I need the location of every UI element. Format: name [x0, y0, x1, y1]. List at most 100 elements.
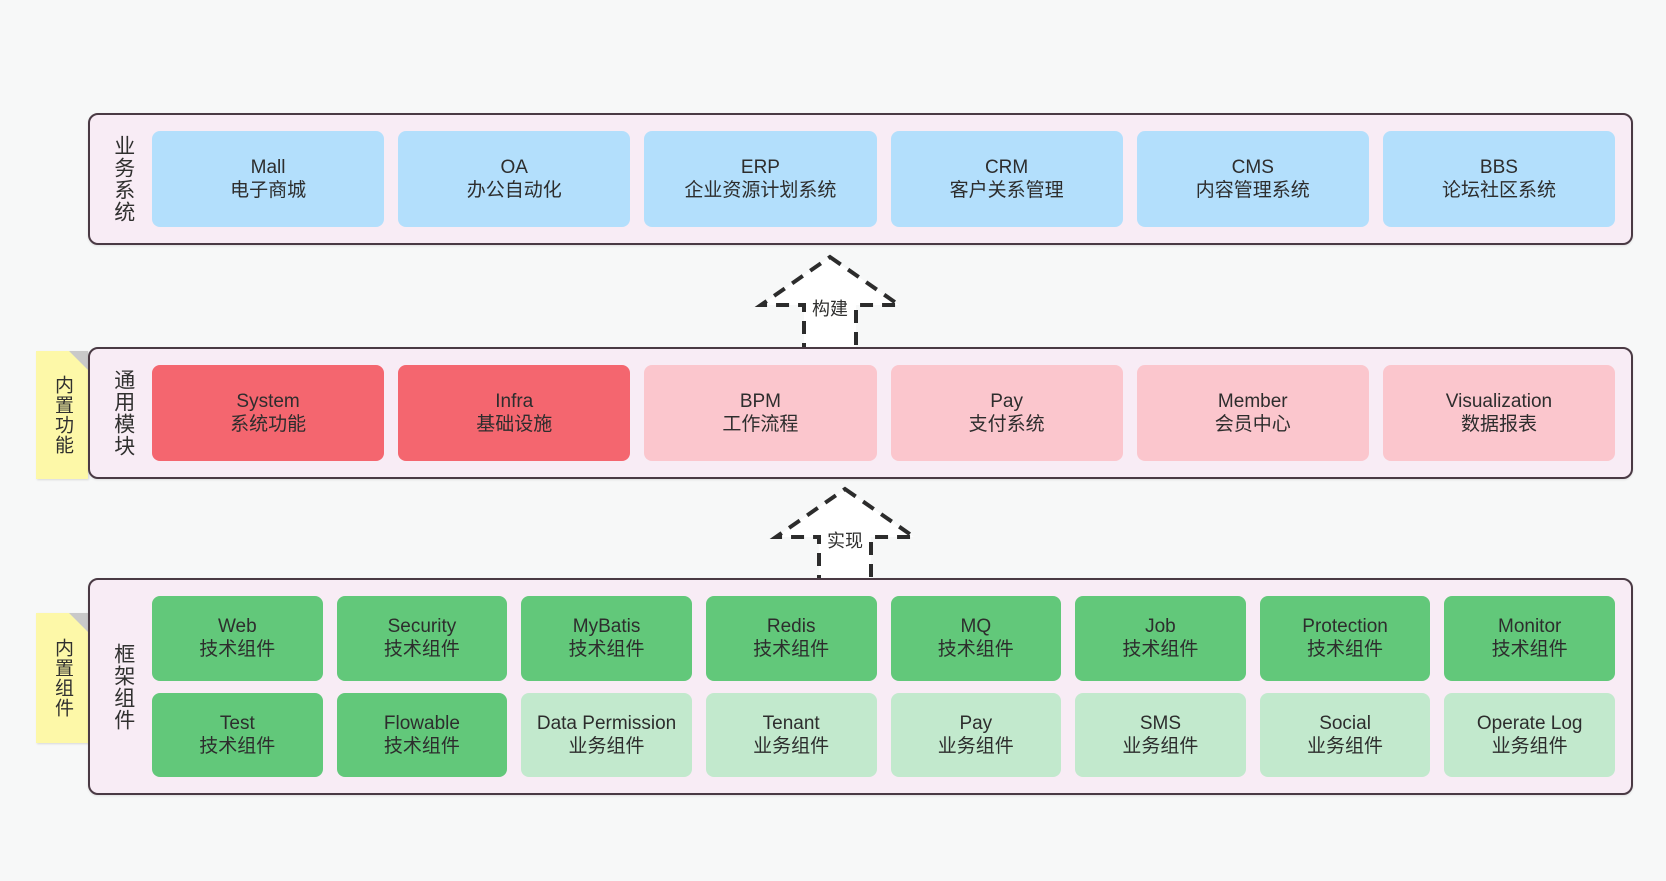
- card-title: Test: [219, 712, 255, 734]
- card-title: System: [236, 390, 300, 412]
- business-rows: Mall 电子商城 OA 办公自动化 ERP 企业资源计划系统 CRM 客户关系…: [152, 115, 1616, 243]
- card-title: Tenant: [762, 712, 820, 734]
- dashed-arrow-up-icon: [754, 254, 906, 353]
- card-title: Pay: [990, 390, 1023, 412]
- card-erp[interactable]: ERP 企业资源计划系统: [644, 131, 877, 227]
- card-subtitle: 技术组件: [1122, 639, 1199, 661]
- card-subtitle: 业务组件: [753, 735, 830, 757]
- card-title: BBS: [1479, 156, 1518, 178]
- card-subtitle: 内容管理系统: [1195, 180, 1310, 201]
- card-member[interactable]: Member 会员中心: [1136, 365, 1369, 461]
- card-subtitle: 会员中心: [1214, 414, 1291, 435]
- layer-framework-component[interactable]: 框架组件 Web 技术组件 Security 技术组件 MyBatis 技术组件: [88, 578, 1633, 795]
- card-pay-business[interactable]: Pay 业务组件: [890, 692, 1062, 777]
- card-title: Job: [1145, 616, 1176, 638]
- card-subtitle: 企业资源计划系统: [684, 180, 837, 201]
- card-oa[interactable]: OA 办公自动化: [398, 131, 631, 227]
- card-subtitle: 技术组件: [1491, 639, 1568, 661]
- framework-rows: Web 技术组件 Security 技术组件 MyBatis 技术组件 Redi…: [152, 580, 1615, 793]
- card-data-permission[interactable]: Data Permission 业务组件: [521, 692, 692, 777]
- card-subtitle: 技术组件: [568, 639, 645, 661]
- card-title: Redis: [766, 616, 816, 638]
- connector-build: 构建: [754, 253, 906, 353]
- card-title: OA: [500, 156, 528, 178]
- card-subtitle: 电子商城: [230, 180, 307, 201]
- card-subtitle: 技术组件: [1307, 639, 1384, 661]
- framework-row-tech: Web 技术组件 Security 技术组件 MyBatis 技术组件 Redi…: [152, 596, 1615, 681]
- card-title: ERP: [740, 156, 780, 178]
- card-subtitle: 办公自动化: [466, 180, 562, 201]
- card-title: Visualization: [1445, 390, 1553, 412]
- card-infra[interactable]: Infra 基础设施: [398, 365, 631, 461]
- card-mall[interactable]: Mall 电子商城: [152, 131, 385, 227]
- card-subtitle: 客户关系管理: [949, 180, 1064, 201]
- card-title: BPM: [739, 390, 782, 412]
- card-title: Security: [387, 616, 457, 638]
- card-test[interactable]: Test 技术组件: [152, 692, 323, 777]
- card-title: Data Permission: [536, 712, 677, 734]
- card-bbs[interactable]: BBS 论坛社区系统: [1382, 131, 1616, 227]
- card-subtitle: 基础设施: [476, 414, 553, 435]
- card-web[interactable]: Web 技术组件: [152, 596, 323, 681]
- card-subtitle: 业务组件: [937, 735, 1014, 757]
- card-mybatis[interactable]: MyBatis 技术组件: [521, 596, 692, 681]
- layer-framework-body: Web 技术组件 Security 技术组件 MyBatis 技术组件 Redi…: [146, 580, 1631, 793]
- card-system[interactable]: System 系统功能: [152, 365, 385, 461]
- card-mq[interactable]: MQ 技术组件: [890, 596, 1062, 681]
- card-subtitle: 业务组件: [1122, 735, 1199, 757]
- card-subtitle: 支付系统: [968, 414, 1045, 435]
- card-monitor[interactable]: Monitor 技术组件: [1444, 596, 1615, 681]
- business-row: Mall 电子商城 OA 办公自动化 ERP 企业资源计划系统 CRM 客户关系…: [152, 131, 1616, 227]
- layer-business-body: Mall 电子商城 OA 办公自动化 ERP 企业资源计划系统 CRM 客户关系…: [146, 115, 1631, 243]
- card-visualization[interactable]: Visualization 数据报表: [1382, 365, 1616, 461]
- card-subtitle: 业务组件: [1491, 735, 1568, 757]
- card-operate-log[interactable]: Operate Log 业务组件: [1444, 692, 1615, 777]
- card-cms[interactable]: CMS 内容管理系统: [1136, 131, 1369, 227]
- sticky-note-label: 内置组件: [52, 638, 74, 718]
- card-tenant[interactable]: Tenant 业务组件: [705, 692, 877, 777]
- card-bpm[interactable]: BPM 工作流程: [644, 365, 877, 461]
- card-subtitle: 业务组件: [1307, 735, 1384, 757]
- card-subtitle: 论坛社区系统: [1441, 180, 1556, 201]
- card-title: Mall: [250, 156, 286, 178]
- card-title: Flowable: [383, 712, 460, 734]
- card-title: Web: [217, 616, 257, 638]
- card-subtitle: 系统功能: [230, 414, 307, 435]
- card-title: Pay: [959, 712, 993, 734]
- card-job[interactable]: Job 技术组件: [1075, 596, 1246, 681]
- layer-common-body: System 系统功能 Infra 基础设施 BPM 工作流程 Pay 支付系统: [146, 349, 1631, 477]
- note-fold-icon: [69, 613, 88, 632]
- sticky-note-label: 内置功能: [52, 375, 74, 455]
- card-crm[interactable]: CRM 客户关系管理: [890, 131, 1123, 227]
- common-rows: System 系统功能 Infra 基础设施 BPM 工作流程 Pay 支付系统: [152, 349, 1616, 477]
- card-redis[interactable]: Redis 技术组件: [705, 596, 877, 681]
- card-title: Social: [1319, 712, 1371, 734]
- layer-business-system[interactable]: 业务系统 Mall 电子商城 OA 办公自动化 ERP 企业资源计划系统: [88, 113, 1633, 245]
- card-title: Member: [1217, 390, 1288, 412]
- note-fold-icon: [69, 351, 88, 370]
- card-sms[interactable]: SMS 业务组件: [1075, 692, 1246, 777]
- card-social[interactable]: Social 业务组件: [1259, 692, 1431, 777]
- card-subtitle: 数据报表: [1460, 414, 1537, 435]
- sticky-note-builtin-component[interactable]: 内置组件: [36, 613, 88, 743]
- card-title: Operate Log: [1476, 712, 1583, 734]
- card-title: MyBatis: [572, 616, 641, 638]
- card-pay[interactable]: Pay 支付系统: [890, 365, 1123, 461]
- card-subtitle: 技术组件: [199, 735, 276, 757]
- card-title: Infra: [495, 390, 534, 412]
- framework-row-business: Test 技术组件 Flowable 技术组件 Data Permission …: [152, 692, 1615, 777]
- card-flowable[interactable]: Flowable 技术组件: [336, 692, 508, 777]
- common-row: System 系统功能 Infra 基础设施 BPM 工作流程 Pay 支付系统: [152, 365, 1616, 461]
- layer-common-module[interactable]: 通用模块 System 系统功能 Infra 基础设施 BPM 工作流程: [88, 347, 1633, 479]
- card-title: Monitor: [1498, 616, 1562, 638]
- sticky-note-builtin-function[interactable]: 内置功能: [36, 351, 88, 479]
- layer-framework-title: 框架组件: [111, 642, 135, 731]
- card-title: CMS: [1231, 156, 1274, 178]
- card-protection[interactable]: Protection 技术组件: [1259, 596, 1431, 681]
- card-subtitle: 业务组件: [568, 735, 645, 757]
- card-subtitle: 技术组件: [753, 639, 830, 661]
- card-title: MQ: [960, 616, 992, 638]
- card-title: SMS: [1139, 712, 1182, 734]
- card-security[interactable]: Security 技术组件: [336, 596, 508, 681]
